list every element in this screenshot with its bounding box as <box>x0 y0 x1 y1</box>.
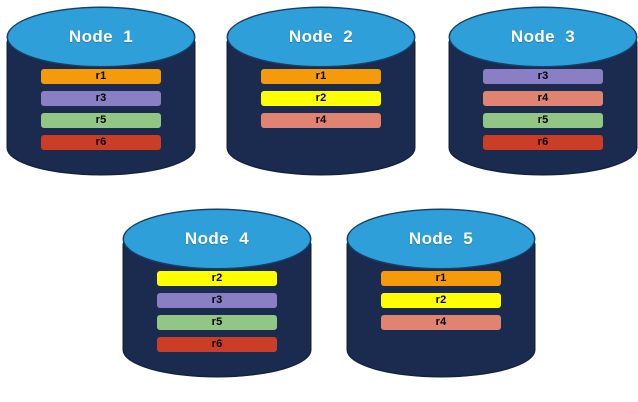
replica-list: r1 r3 r5 r6 <box>41 69 161 157</box>
replica-label: r5 <box>537 114 549 126</box>
replica-list: r1 r2 r4 <box>261 69 381 135</box>
replica-label: r2 <box>315 92 327 104</box>
replica-bar[interactable]: r5 <box>483 113 603 128</box>
replica-bar[interactable]: r1 <box>381 271 501 286</box>
cylinder-top-ellipse <box>124 210 310 268</box>
replica-label: r1 <box>315 70 327 82</box>
replica-label: r3 <box>211 294 223 306</box>
replica-bar[interactable]: r6 <box>41 135 161 150</box>
replica-label: r1 <box>435 272 447 284</box>
replica-bar[interactable]: r1 <box>41 69 161 84</box>
replica-bar[interactable]: r5 <box>157 315 277 330</box>
cylinder-top-ellipse <box>8 8 194 66</box>
replica-bar[interactable]: r4 <box>261 113 381 128</box>
replica-label: r3 <box>537 70 549 82</box>
replica-bar[interactable]: r4 <box>381 315 501 330</box>
replica-bar[interactable]: r4 <box>483 91 603 106</box>
replica-label: r3 <box>95 92 107 104</box>
replica-list: r3 r4 r5 r6 <box>483 69 603 157</box>
cylinder-top-ellipse <box>348 210 534 268</box>
replica-list: r1 r2 r4 <box>381 271 501 337</box>
replica-bar[interactable]: r3 <box>483 69 603 84</box>
replica-label: r5 <box>211 316 223 328</box>
replica-bar[interactable]: r5 <box>41 113 161 128</box>
replica-label: r4 <box>537 92 549 104</box>
replica-label: r2 <box>435 294 447 306</box>
replica-label: r4 <box>315 114 327 126</box>
replica-label: r6 <box>537 136 549 148</box>
replica-bar[interactable]: r1 <box>261 69 381 84</box>
replica-label: r6 <box>211 338 223 350</box>
replica-bar[interactable]: r6 <box>483 135 603 150</box>
cylinder-top-ellipse <box>228 8 414 66</box>
replica-bar[interactable]: r2 <box>261 91 381 106</box>
replica-label: r4 <box>435 316 447 328</box>
replica-bar[interactable]: r2 <box>381 293 501 308</box>
replica-label: r2 <box>211 272 223 284</box>
replica-label: r1 <box>95 70 107 82</box>
replica-bar[interactable]: r3 <box>41 91 161 106</box>
replica-label: r6 <box>95 136 107 148</box>
replica-bar[interactable]: r6 <box>157 337 277 352</box>
replica-label: r5 <box>95 114 107 126</box>
replica-bar[interactable]: r3 <box>157 293 277 308</box>
replica-bar[interactable]: r2 <box>157 271 277 286</box>
cylinder-top-ellipse <box>450 8 636 66</box>
replica-list: r2 r3 r5 r6 <box>157 271 277 359</box>
